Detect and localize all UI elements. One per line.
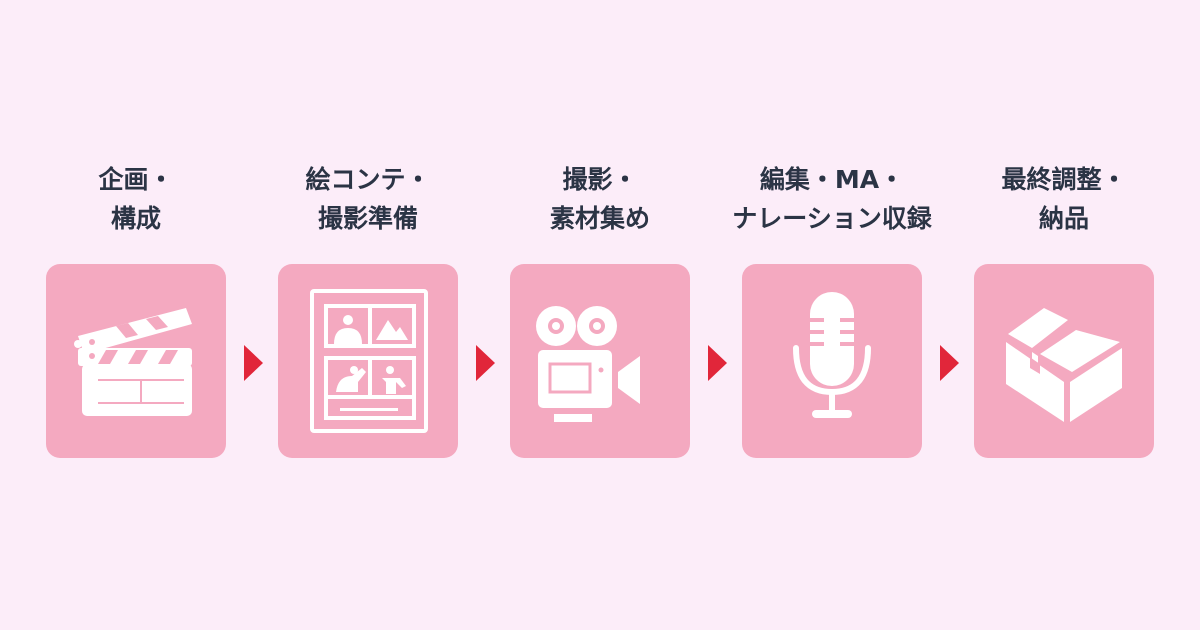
arrow-right-icon <box>940 345 959 381</box>
step-box <box>974 264 1154 458</box>
video-camera-icon <box>536 306 640 422</box>
step-box <box>510 264 690 458</box>
step-box <box>742 264 922 458</box>
microphone-icon <box>793 292 871 418</box>
step-storyboard: 絵コンテ・撮影準備 <box>248 160 488 458</box>
label-line: 絵コンテ・ <box>305 165 431 194</box>
label-line: ナレーション収録 <box>732 204 932 233</box>
storyboard-icon <box>310 289 428 433</box>
step-box <box>46 264 226 458</box>
step-label: 最終調整・納品 <box>944 160 1184 248</box>
clapperboard-icon <box>74 308 192 416</box>
label-line: 構成 <box>110 204 161 233</box>
step-label: 撮影・素材集め <box>480 160 720 248</box>
step-editing: 編集・MA・ナレーション収録 <box>712 160 952 458</box>
label-line: 納品 <box>1038 204 1089 233</box>
step-delivery: 最終調整・納品 <box>944 160 1184 458</box>
label-line: 企画・ <box>98 165 174 194</box>
step-label: 絵コンテ・撮影準備 <box>248 160 488 248</box>
label-line: 撮影・ <box>562 165 638 194</box>
label-line: 素材集め <box>549 204 650 233</box>
arrow-right-icon <box>476 345 495 381</box>
package-box-icon <box>1006 308 1122 422</box>
arrow-right-icon <box>244 345 263 381</box>
label-line: 撮影準備 <box>317 204 418 233</box>
step-shooting: 撮影・素材集め <box>480 160 720 458</box>
step-label: 編集・MA・ナレーション収録 <box>712 160 952 248</box>
step-planning: 企画・構成 <box>16 160 256 458</box>
step-box <box>278 264 458 458</box>
arrow-right-icon <box>708 345 727 381</box>
label-line: 編集・MA・ <box>759 165 905 194</box>
step-label: 企画・構成 <box>16 160 256 248</box>
label-line: 最終調整・ <box>1001 165 1127 194</box>
